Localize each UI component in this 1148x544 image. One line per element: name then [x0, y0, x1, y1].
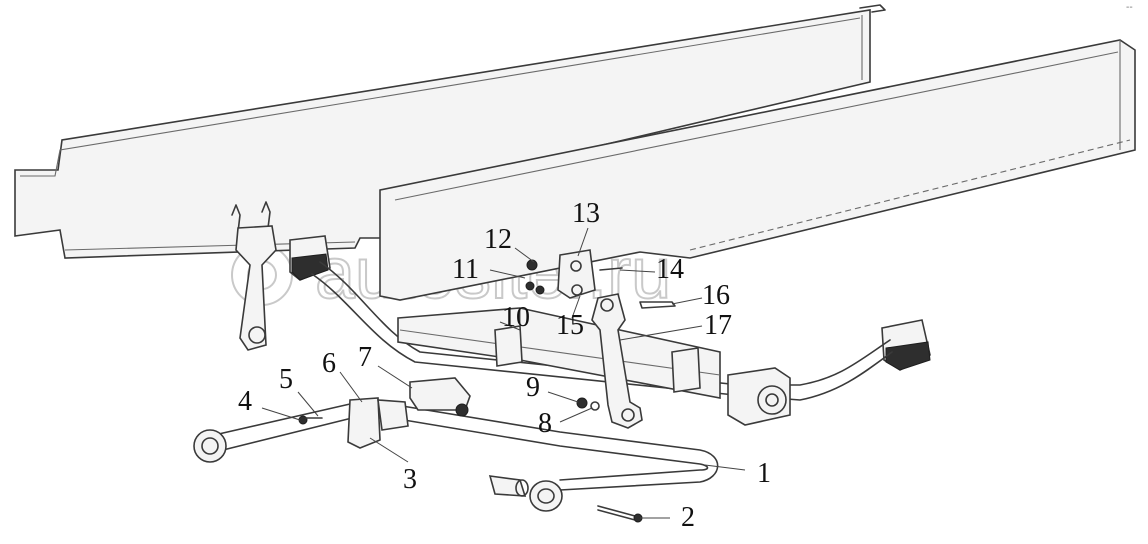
leaf-spring-assembly [311, 261, 893, 426]
callout-16: 16 [702, 280, 730, 311]
upper-fasteners [525, 249, 676, 309]
callout-10: 10 [502, 302, 530, 333]
bolt-2 [597, 505, 643, 523]
callout-5: 5 [279, 364, 293, 395]
callout-2: 2 [681, 502, 695, 533]
callout-15: 15 [556, 310, 584, 341]
callout-14: 14 [656, 254, 684, 285]
callout-8: 8 [538, 408, 552, 439]
stabilizer-bushing-left [193, 429, 227, 463]
stabilizer-bushing-right [529, 480, 563, 512]
callout-1: 1 [757, 458, 771, 489]
leader-lines [261, 227, 746, 519]
callout-17: 17 [704, 310, 732, 341]
callout-13: 13 [572, 198, 600, 229]
callout-6: 6 [322, 348, 336, 379]
callout-4: 4 [238, 386, 252, 417]
callout-7: 7 [358, 342, 372, 373]
callout-11: 11 [452, 254, 479, 285]
callout-12: 12 [484, 224, 512, 255]
bushing-sleeve [488, 475, 529, 497]
bolt-8-9 [576, 397, 600, 411]
shock-absorber [591, 293, 643, 429]
rear-bump-stop [881, 319, 931, 371]
bolt-4-5 [298, 415, 323, 425]
frame-rail-right [379, 39, 1136, 301]
callout-9: 9 [526, 372, 540, 403]
clamp-7 [409, 377, 471, 417]
front-hanger-bracket [231, 201, 277, 351]
callout-3: 3 [403, 464, 417, 495]
stabilizer-bracket-3 [347, 397, 409, 449]
callout-labels: 1 2 3 4 5 6 7 8 9 10 11 12 13 14 15 16 1… [238, 198, 771, 533]
corner-mark: -- [1126, 2, 1133, 13]
stabilizer-bar [209, 403, 719, 491]
